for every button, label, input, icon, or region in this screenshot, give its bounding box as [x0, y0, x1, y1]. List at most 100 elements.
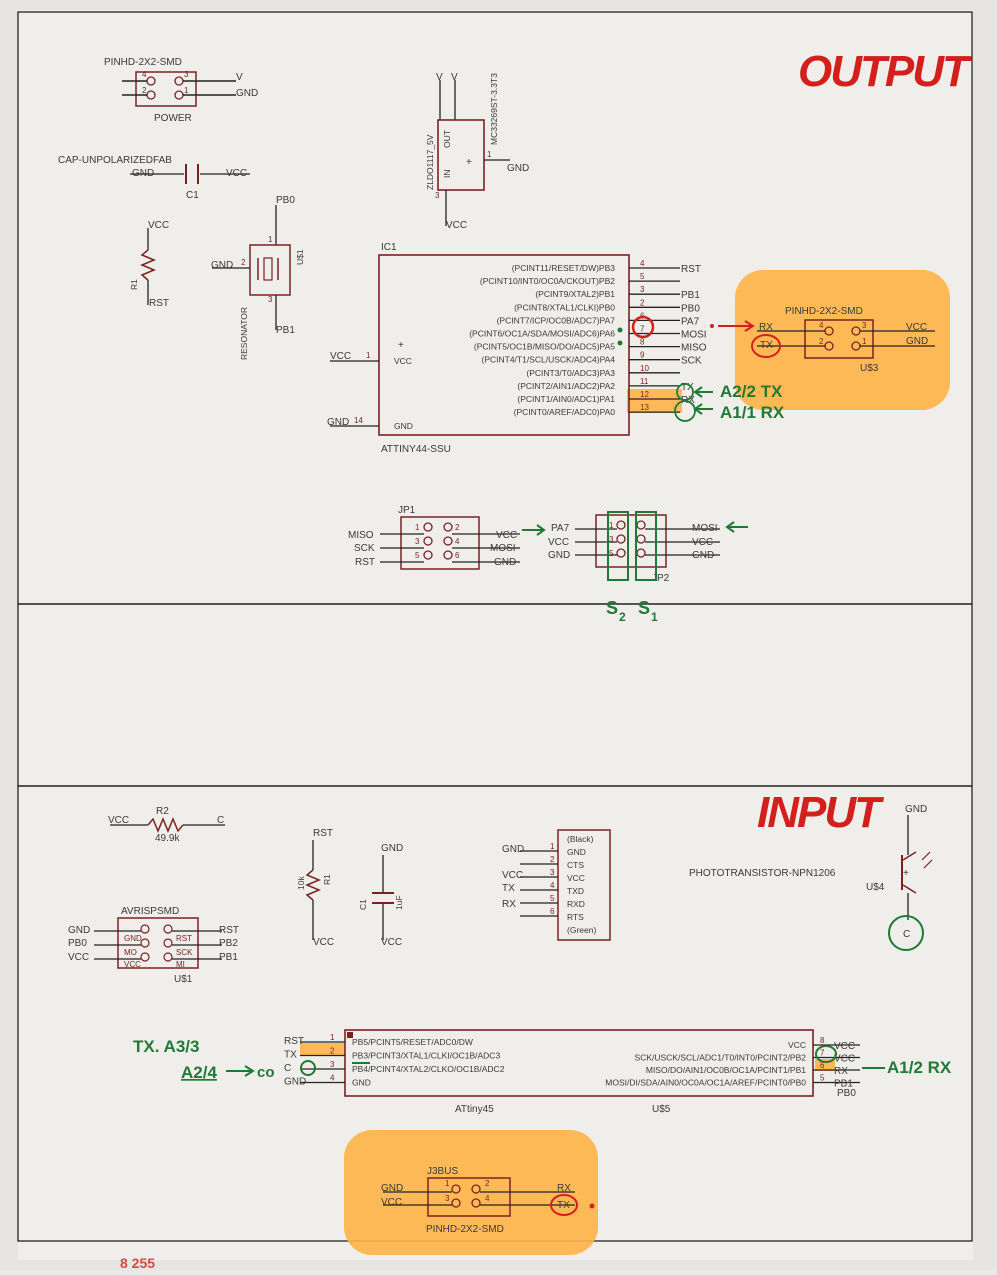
ic1-pin-num: 12	[640, 390, 649, 399]
res-pb1-label: PB1	[276, 325, 295, 336]
ftdi-pin-num: 4	[550, 881, 555, 890]
r2-c-label: C	[217, 815, 224, 826]
ic1-pin-text: (PCINT6/OC1A/SDA/MOSI/ADC6)PA6	[469, 329, 615, 339]
ic1-pin-net: TX	[681, 382, 694, 393]
t45-left-net: RST	[284, 1036, 304, 1047]
a2-2-tx-note: A2/2 TX	[720, 382, 783, 401]
s2-sub-note: 2	[619, 610, 626, 624]
input-c1: GND VCC C1 1uF	[358, 843, 404, 948]
reg-part1-label: ZLDO1117_5V	[425, 134, 435, 190]
in-c1-ref-label: C1	[358, 899, 368, 910]
ftdi-pin-label: CTS	[567, 860, 584, 870]
ftdi-pin-num: 1	[550, 842, 555, 851]
attiny45-box	[344, 1029, 814, 1097]
u3-tx-label: TX	[760, 340, 773, 351]
ic1-part-label: ATTINY44-SSU	[381, 444, 451, 455]
output-title: OUTPUT	[798, 47, 972, 96]
j3-highlight	[344, 1130, 598, 1255]
ic1-pin-net: MISO	[681, 343, 707, 354]
j3-part-label: PINHD-2X2-SMD	[426, 1224, 504, 1235]
avr-rst-label: RST	[219, 925, 239, 936]
cap-part-label: CAP-UNPOLARIZEDFAB	[58, 155, 172, 166]
j3-box	[427, 1177, 511, 1217]
ic1-vcc-net: VCC	[330, 351, 351, 362]
res-pb0-label: PB0	[276, 195, 295, 206]
avr-inner-gnd: GND	[124, 934, 142, 943]
jp2-mosi-label: MOSI	[692, 523, 718, 534]
jp1-pin3: 3	[415, 537, 420, 546]
input-r1: RST VCC 10k R1	[296, 828, 334, 948]
ic1-pin-num: 3	[640, 285, 645, 294]
ic1-pin-num: 8	[640, 338, 645, 347]
power-v-label: V	[236, 72, 243, 83]
u3-highlight	[735, 270, 950, 410]
res-gnd-label: GND	[211, 260, 233, 271]
ic1-pin-text: (PCINT9/XTAL2)PB1	[535, 289, 615, 299]
reg-v2-label: V	[451, 72, 458, 83]
attiny45-ref-label: U$5	[652, 1104, 671, 1115]
jp2-ref-label: JP2	[652, 573, 670, 584]
ftdi-pin-label: TXD	[567, 886, 584, 896]
ic1-gnd-inner: GND	[394, 421, 413, 431]
ic1-vcc-inner: VCC	[394, 356, 412, 366]
ftdi-pin-num: 6	[550, 907, 555, 916]
in-r1-value-label: 10k	[296, 876, 306, 890]
green-arrows-output	[522, 386, 748, 536]
res-pin2: 2	[241, 258, 246, 267]
t45-left-text: PB3/PCINT3/XTAL1/CLKI/OC1B/ADC3	[352, 1051, 500, 1061]
ic1-pin-net: RX	[681, 395, 695, 406]
u3-gnd-label: GND	[906, 336, 928, 347]
t45-left-num: 2	[330, 1047, 335, 1056]
ic1-pin-num: 4	[640, 259, 645, 268]
reg-out-label: OUT	[442, 130, 452, 148]
jp1-pin5: 5	[415, 551, 420, 560]
reg-vcc-label: VCC	[446, 220, 467, 231]
t45-right-num: 7	[820, 1049, 825, 1058]
jp2-gnd2-label: GND	[692, 550, 714, 561]
ic1-pin-text: (PCINT4/T1/SCL/USCK/ADC4)PA4	[481, 355, 615, 365]
reg-pin1: 1	[487, 150, 492, 159]
j3-pin2: 2	[485, 1179, 490, 1188]
photo-c-label: C	[903, 929, 910, 940]
ftdi-pin-label: RXD	[567, 899, 585, 909]
ic1: IC1 ATTINY44-SSU VCC GND + VCC 1 GND 14 …	[327, 242, 707, 455]
ftdi-pin-label: RTS	[567, 912, 584, 922]
t45-left-net: TX	[284, 1050, 297, 1061]
jp1-pin6: 6	[455, 551, 460, 560]
a1-2-rx-note: A1/2 RX	[887, 1058, 952, 1077]
jp1-sck-label: SCK	[354, 543, 375, 554]
res-ref-label: U$1	[295, 249, 305, 265]
u3-vcc-label: VCC	[906, 322, 927, 333]
u3-rx-label: RX	[759, 322, 773, 333]
t45-left-text: PB5/PCINT5/RESET/ADC0/DW	[352, 1037, 473, 1047]
ic1-ref-label: IC1	[381, 242, 397, 253]
r1-vcc-label: VCC	[148, 220, 169, 231]
in-r1-rst-label: RST	[313, 828, 333, 839]
ic1-pin-num: 13	[640, 403, 649, 412]
avr-inner-sck: SCK	[176, 948, 193, 957]
t45-left-net: C	[284, 1063, 291, 1074]
ftdi-pin-num: 5	[550, 894, 555, 903]
r1-ref-label: R1	[129, 279, 139, 290]
power-gnd-label: GND	[236, 88, 258, 99]
in-c1-value-label: 1uF	[394, 895, 404, 910]
s1-note: S	[638, 598, 650, 618]
j3-rx-label: RX	[557, 1183, 571, 1194]
avr-pb1-label: PB1	[219, 952, 238, 963]
t45-right-text: VCC	[788, 1040, 806, 1050]
ic1-pin-text: (PCINT0/AREF/ADC0)PA0	[514, 407, 616, 417]
ftdi-net-label: GND	[502, 844, 524, 855]
ic1-gnd-pin: 14	[354, 416, 363, 425]
bottom-note: 8 255	[120, 1255, 155, 1270]
avrisp-header: AVRISPSMD GND MO VCC RST SCK MI GND PB0 …	[68, 906, 239, 985]
cap-c1: CAP-UNPOLARIZEDFAB GND VCC C1	[58, 155, 250, 201]
ic1-pin-net: MOSI	[681, 330, 707, 341]
output-r1: VCC RST R1	[129, 220, 169, 309]
reg-plus: +	[466, 157, 472, 168]
ftdi-box	[557, 829, 611, 941]
ic1-pin-text: (PCINT5/OC1B/MISO/DO/ADC5)PA5	[474, 342, 615, 352]
power-pin4: 4	[142, 70, 147, 79]
